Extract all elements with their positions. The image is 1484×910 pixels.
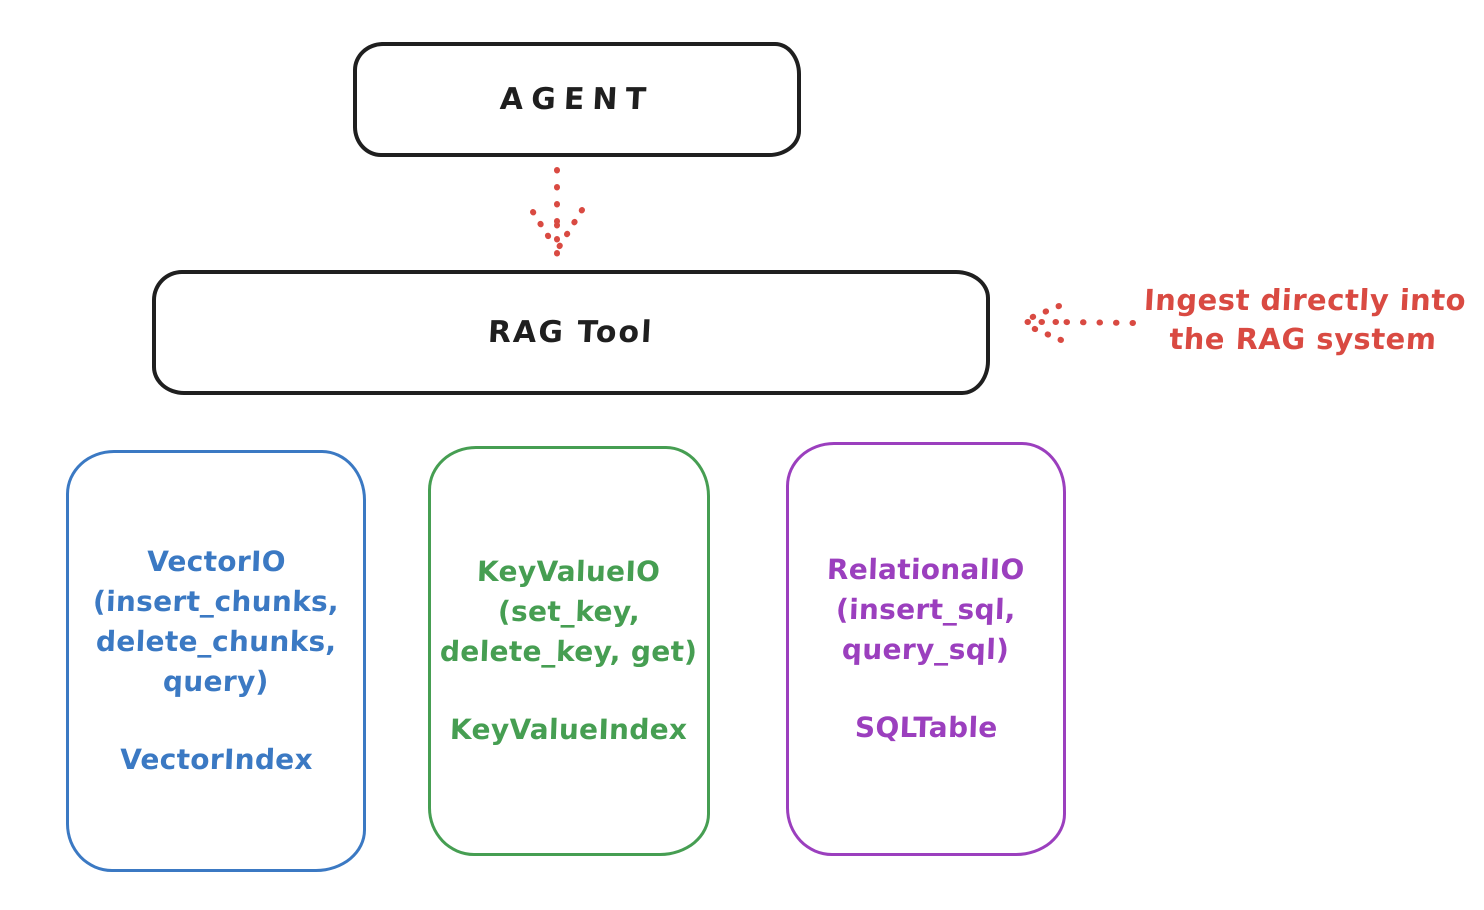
agent-node: AGENT — [353, 42, 801, 157]
rag-tool-node: RAG Tool — [152, 270, 990, 395]
relational-io-methods-line1: (insert_sql, — [835, 593, 1017, 626]
ingest-annotation-line2: the RAG system — [1168, 322, 1438, 356]
relational-io-node: RelationalIO (insert_sql, query_sql) SQL… — [786, 442, 1066, 856]
vector-io-methods-line1: (insert_chunks, — [92, 585, 340, 618]
rag-tool-label: RAG Tool — [487, 315, 655, 350]
keyvalue-io-node: KeyValueIO (set_key, delete_key, get) Ke… — [428, 446, 710, 856]
sql-table-label: SQLTable — [854, 711, 998, 744]
vector-io-methods-line2: delete_chunks, — [95, 625, 337, 658]
keyvalue-io-title: KeyValueIO — [476, 555, 662, 588]
relational-io-methods-line2: query_sql) — [841, 633, 1011, 666]
ingest-annotation: Ingest directly into the RAG system — [1130, 281, 1478, 359]
ingest-arrow-icon — [1020, 303, 1136, 343]
keyvalue-io-methods-line1: (set_key, — [497, 595, 641, 628]
agent-to-rag-arrow-icon — [530, 167, 585, 262]
ingest-annotation-line1: Ingest directly into — [1143, 283, 1468, 317]
relational-io-title: RelationalIO — [826, 553, 1026, 586]
vector-io-methods-line3: query) — [162, 665, 270, 698]
keyvalue-index-label: KeyValueIndex — [449, 713, 689, 746]
agent-label: AGENT — [499, 82, 655, 117]
vector-io-node: VectorIO (insert_chunks, delete_chunks, … — [66, 450, 366, 872]
keyvalue-io-methods-line2: delete_key, get) — [439, 635, 699, 668]
vector-io-title: VectorIO — [146, 545, 286, 578]
vector-index-label: VectorIndex — [118, 743, 314, 776]
